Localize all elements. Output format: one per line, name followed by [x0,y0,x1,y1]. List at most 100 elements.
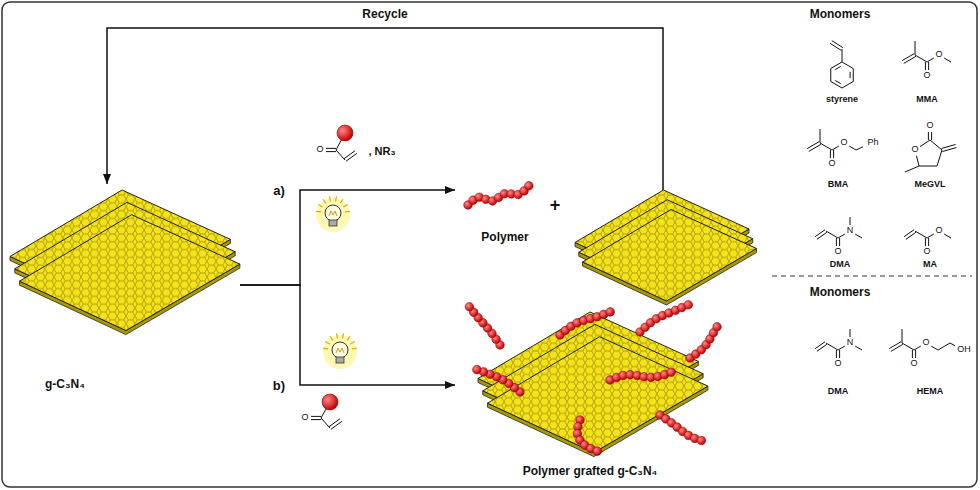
chemical-bond [850,329,851,337]
chemical-bond [902,329,903,343]
chemical-bond [842,82,853,89]
chemical-bond [931,346,938,350]
atom-label: OH [956,345,972,354]
chain-guide [468,182,532,205]
atom-label: O [910,145,919,154]
monomer-name: MA [922,260,938,269]
chemical-bond [336,140,341,150]
catalyst-node: g-C₃N₄ [8,185,240,400]
route-label: a) [271,183,287,198]
atom-label: O [934,226,943,235]
atom-label: O [934,50,943,59]
atom-label: O [839,138,848,147]
chemical-bond [833,150,834,158]
chemical-bond [912,350,913,358]
chemical-bond [321,418,330,428]
atom-label: O [909,359,918,368]
carbon-nitride-sheet [583,210,757,302]
heading-label: Monomers [809,8,872,21]
chemical-bond [915,231,927,238]
heading-label: Monomers [809,286,872,299]
monomer-bead [713,322,722,331]
chemical-bond [927,234,934,238]
chemical-bond [928,62,929,70]
carbon-nitride-sheet [488,337,708,453]
light-bulb [316,196,350,232]
chemical-bond [831,82,842,89]
monomer-bead [667,368,676,377]
reaction-arrow [240,190,455,285]
plus-sign: + [549,196,562,215]
chemical-bond [928,132,929,140]
chemical-bond [832,41,843,48]
chemical-bond [839,350,840,358]
chemical-bond [902,343,914,350]
atom-label: O [833,359,842,368]
chemical-bond [326,148,336,149]
chemical-bond [902,54,914,61]
chemical-bond [830,69,831,82]
chemical-bond [820,129,821,143]
chemical-bond [346,153,357,161]
chemical-bond [835,66,840,69]
chemical-bond [826,343,838,350]
chemical-bond [942,144,956,148]
chemical-bond [920,140,930,147]
atom-label: O [922,247,931,256]
chemical-bond [855,346,862,350]
atom-label: O [827,159,836,168]
chemical-bond [839,238,840,246]
chemical-bond [815,342,825,349]
atom-label: O [315,145,324,154]
monomer-bead [465,303,474,312]
chemical-bond [906,232,916,239]
route-label: b) [271,378,287,393]
monomer-bead [684,300,693,309]
atom-label: Ph [866,138,879,147]
chemical-bond [849,146,856,150]
node-label: g-C₃N₄ [45,378,85,391]
chemical-bond [344,151,355,159]
light-bulb [323,333,357,369]
monomer-name: HEMA [916,387,945,396]
recycle-arrow [107,28,663,190]
chemical-bond [326,151,336,152]
atom-label: O [921,338,930,347]
chemical-bond [928,238,929,246]
chemical-bond [842,49,843,62]
chemical-bond [842,62,853,69]
chemical-bond [311,419,321,420]
functional-group-ball [322,394,338,410]
chemical-bond [855,234,862,238]
carbon-nitride-sheet [20,215,240,331]
chemical-bond [891,344,903,351]
chemical-bond [826,231,838,238]
chemical-bond [925,62,926,70]
chemical-bond [919,166,937,167]
monomer-bead [525,181,534,190]
chemical-bond [914,346,921,350]
chain-guide [468,305,500,345]
chemical-bond [904,56,916,63]
atom-label: O [925,121,934,130]
monomer-bead [593,447,602,456]
chemical-bond [817,232,827,239]
reagent-label: , NR₃ [367,146,396,158]
chemical-bond [927,58,934,62]
chemical-bond [889,342,901,349]
chemical-bond [937,150,942,166]
product-node: Polymer [455,160,545,255]
atom-label: N [846,226,855,235]
chemical-bond [856,147,863,150]
monomer-name: DMA [827,387,850,396]
chemical-bond [905,166,919,172]
chemical-bond [836,350,837,358]
chain-guide [640,304,690,332]
monomer-name: BMA [827,180,850,189]
chemical-bond [904,230,914,237]
monomer-name: styrene [825,95,859,104]
chemical-bond [832,146,839,150]
reaction-arrow [240,285,455,385]
